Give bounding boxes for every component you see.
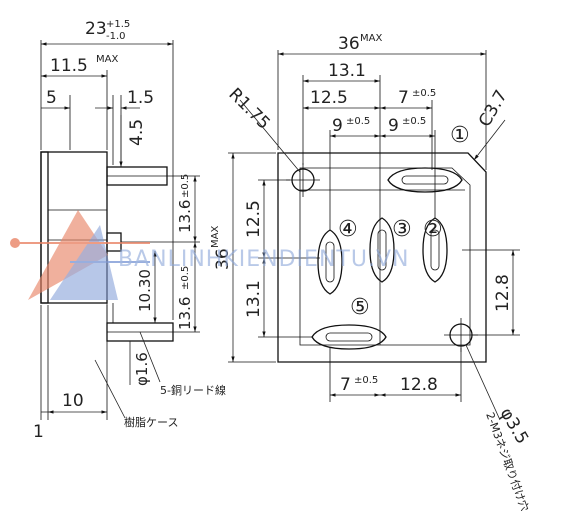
front-dim-9-right-tol: ±0.5 — [402, 116, 426, 127]
side-lead-note: 5-銅リード線 — [160, 383, 226, 397]
terminal-number-2: ② — [423, 217, 443, 242]
front-dim-7-bottom: 7 — [340, 375, 351, 395]
front-dim-13-1-top: 13.1 — [328, 61, 366, 81]
side-dia-1-6: φ1.6 — [133, 352, 151, 386]
terminal-top — [387, 167, 463, 193]
side-case-note: 樹脂ケース — [124, 415, 178, 429]
side-dim-1-5: 1.5 — [127, 88, 154, 108]
front-dim-9-left: 9 — [332, 116, 343, 136]
front-dim-7: 7 — [398, 88, 409, 108]
side-overall-width: 23 — [85, 19, 107, 39]
front-r-1-75: R1.75 — [224, 84, 273, 133]
front-view: ① ② ③ ④ ⑤ — [210, 33, 532, 511]
side-pitch-lower: 13.6 — [176, 297, 194, 330]
watermark-text: BANLINHKIENDIENTU.VN — [118, 247, 409, 272]
side-pitch-upper: 13.6 — [176, 200, 194, 233]
watermark-logo — [10, 210, 150, 300]
front-dim-12-8-right: 12.8 — [493, 274, 513, 312]
front-plate — [277, 152, 487, 363]
front-dim-9-right: 9 — [388, 116, 399, 136]
terminal-number-3: ③ — [392, 217, 412, 242]
front-width-36: 36 — [338, 34, 360, 54]
terminal-number-4: ④ — [338, 217, 358, 242]
front-dim-12-8-bottom: 12.8 — [400, 375, 438, 395]
front-dim-7-bottom-tol: ±0.5 — [354, 375, 378, 386]
terminal-middle-left — [317, 229, 343, 295]
front-dim-12-5-left: 12.5 — [244, 200, 264, 238]
side-dim-1: 1 — [33, 422, 44, 442]
side-view: 23 +1.5 -1.0 11.5 MAX 5 1.5 4.5 13.6 ±0.… — [33, 19, 226, 442]
side-pitch-lower-tol: ±0.5 — [180, 266, 191, 290]
front-height-36: 36 — [213, 248, 233, 270]
side-overall-tol-plus: +1.5 — [106, 19, 130, 30]
front-height-36-sup: MAX — [210, 226, 221, 248]
side-flange — [40, 151, 49, 304]
terminal-number-5: ⑤ — [350, 295, 370, 320]
side-overall-tol-minus: -1.0 — [106, 31, 126, 42]
front-c-3-7: C3.7 — [475, 87, 512, 131]
side-dim-10: 10 — [62, 391, 84, 411]
terminal-middle-right — [422, 217, 448, 283]
terminal-middle-center — [369, 217, 395, 283]
terminal-bottom-left — [311, 324, 387, 350]
side-body-width-sup: MAX — [96, 54, 118, 65]
front-dim-7-tol: ±0.5 — [412, 88, 436, 99]
front-dim-12-5-top: 12.5 — [310, 88, 348, 108]
side-dim-5: 5 — [46, 88, 57, 108]
side-pitch-upper-tol: ±0.5 — [180, 174, 191, 198]
front-width-36-sup: MAX — [360, 33, 382, 44]
terminal-number-1: ① — [450, 123, 470, 148]
front-dim-9-left-tol: ±0.5 — [346, 116, 370, 127]
front-dim-13-1-left: 13.1 — [244, 280, 264, 318]
side-body-width: 11.5 — [50, 56, 88, 76]
watermark: BANLINHKIENDIENTU.VN — [10, 210, 409, 300]
side-dim-10-30: 10.30 — [136, 269, 154, 312]
side-dim-4-5: 4.5 — [127, 119, 147, 146]
